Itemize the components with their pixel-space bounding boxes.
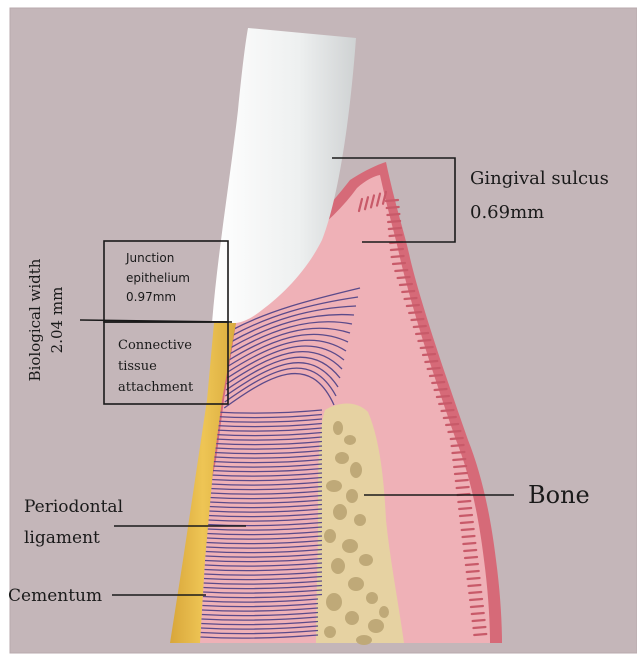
serration-mark [400,284,412,285]
bone-pore [346,489,358,503]
serration-mark [465,557,477,558]
bone-pore [342,539,358,553]
serration-mark [425,361,437,362]
serration-mark [407,305,419,306]
serration-mark [458,501,470,502]
serration-mark [472,613,484,614]
gingival-sulcus-value: 0.69mm [470,202,544,223]
serration-mark [390,235,402,236]
serration-mark [457,487,469,488]
serration-mark [402,291,414,292]
serration-mark [439,403,451,404]
junction-value: 0.97mm [126,290,176,304]
serration-mark [444,417,456,418]
serration-mark [387,207,399,208]
serration-mark [437,396,449,397]
serration-mark [471,606,483,607]
serration-mark [416,333,428,334]
serration-mark [454,466,466,467]
serration-mark [452,445,464,446]
serration-mark [463,543,475,544]
serration-mark [470,599,482,600]
serration-mark [463,536,475,537]
bone-pore [326,593,342,611]
serration-mark [405,298,417,299]
bone-pore [331,558,345,574]
gingival-sulcus-label: Gingival sulcus [470,168,609,189]
biological-width-line2: 2.04 mm [48,287,66,354]
serration-mark [453,459,465,460]
serration-mark [387,214,399,215]
junction-label-line2: epithelium [126,271,190,285]
serration-mark [451,438,463,439]
serration-mark [461,522,473,523]
connective-label-line2: tissue [118,359,157,374]
serration-mark [391,249,403,250]
bone-pore [335,452,349,464]
periodontal-label-line2: ligament [24,528,100,548]
serration-mark [459,508,471,509]
bone-pore [368,619,384,633]
bone-pore [379,606,389,618]
serration-mark [456,480,468,481]
serration-mark [388,221,400,222]
serration-mark [386,200,398,201]
bone-pore [359,554,373,566]
serration-mark [393,263,405,264]
bone-pore [333,421,343,435]
bone-pore [326,480,342,492]
serration-mark [468,578,480,579]
bone-pore [324,529,336,543]
serration-mark [430,375,442,376]
serration-mark [455,473,467,474]
serration-mark [395,270,407,271]
serration-mark [460,515,472,516]
serration-mark [414,326,426,327]
serration-mark [473,627,485,628]
serration-mark [389,228,401,229]
serration-mark [421,347,433,348]
serration-mark [464,550,476,551]
bone-label: Bone [528,481,590,509]
bone-pore [333,504,347,520]
bone-pore [350,462,362,478]
serration-mark [462,529,474,530]
serration-mark [392,256,404,257]
serration-mark [474,634,486,635]
bone-pore [348,577,364,591]
serration-mark [446,424,458,425]
connective-label-line1: Connective [118,338,192,353]
serration-mark [435,389,447,390]
bone-pore [366,592,378,604]
connective-label-line3: attachment [118,380,194,395]
serration-mark [469,592,481,593]
serration-mark [418,340,430,341]
serration-mark [398,277,410,278]
bone-pore [354,514,366,526]
serration-mark [473,620,485,621]
serration-mark [442,410,454,411]
biological-width-line1: Biological width [26,258,44,381]
bone-pore [324,626,336,638]
bone-pore [344,435,356,445]
serration-mark [452,452,464,453]
serration-mark [466,564,478,565]
serration-mark [409,312,421,313]
periodontal-label-line1: Periodontal [24,497,123,517]
serration-mark [428,368,440,369]
bone-pore [345,611,359,625]
serration-mark [423,354,435,355]
serration-mark [411,319,423,320]
serration-mark [448,431,460,432]
serration-mark [432,382,444,383]
serration-mark [468,585,480,586]
junction-label-line1: Junction [125,251,174,265]
bone-pore [356,635,372,645]
serration-mark [467,571,479,572]
cementum-label: Cementum [8,586,102,606]
